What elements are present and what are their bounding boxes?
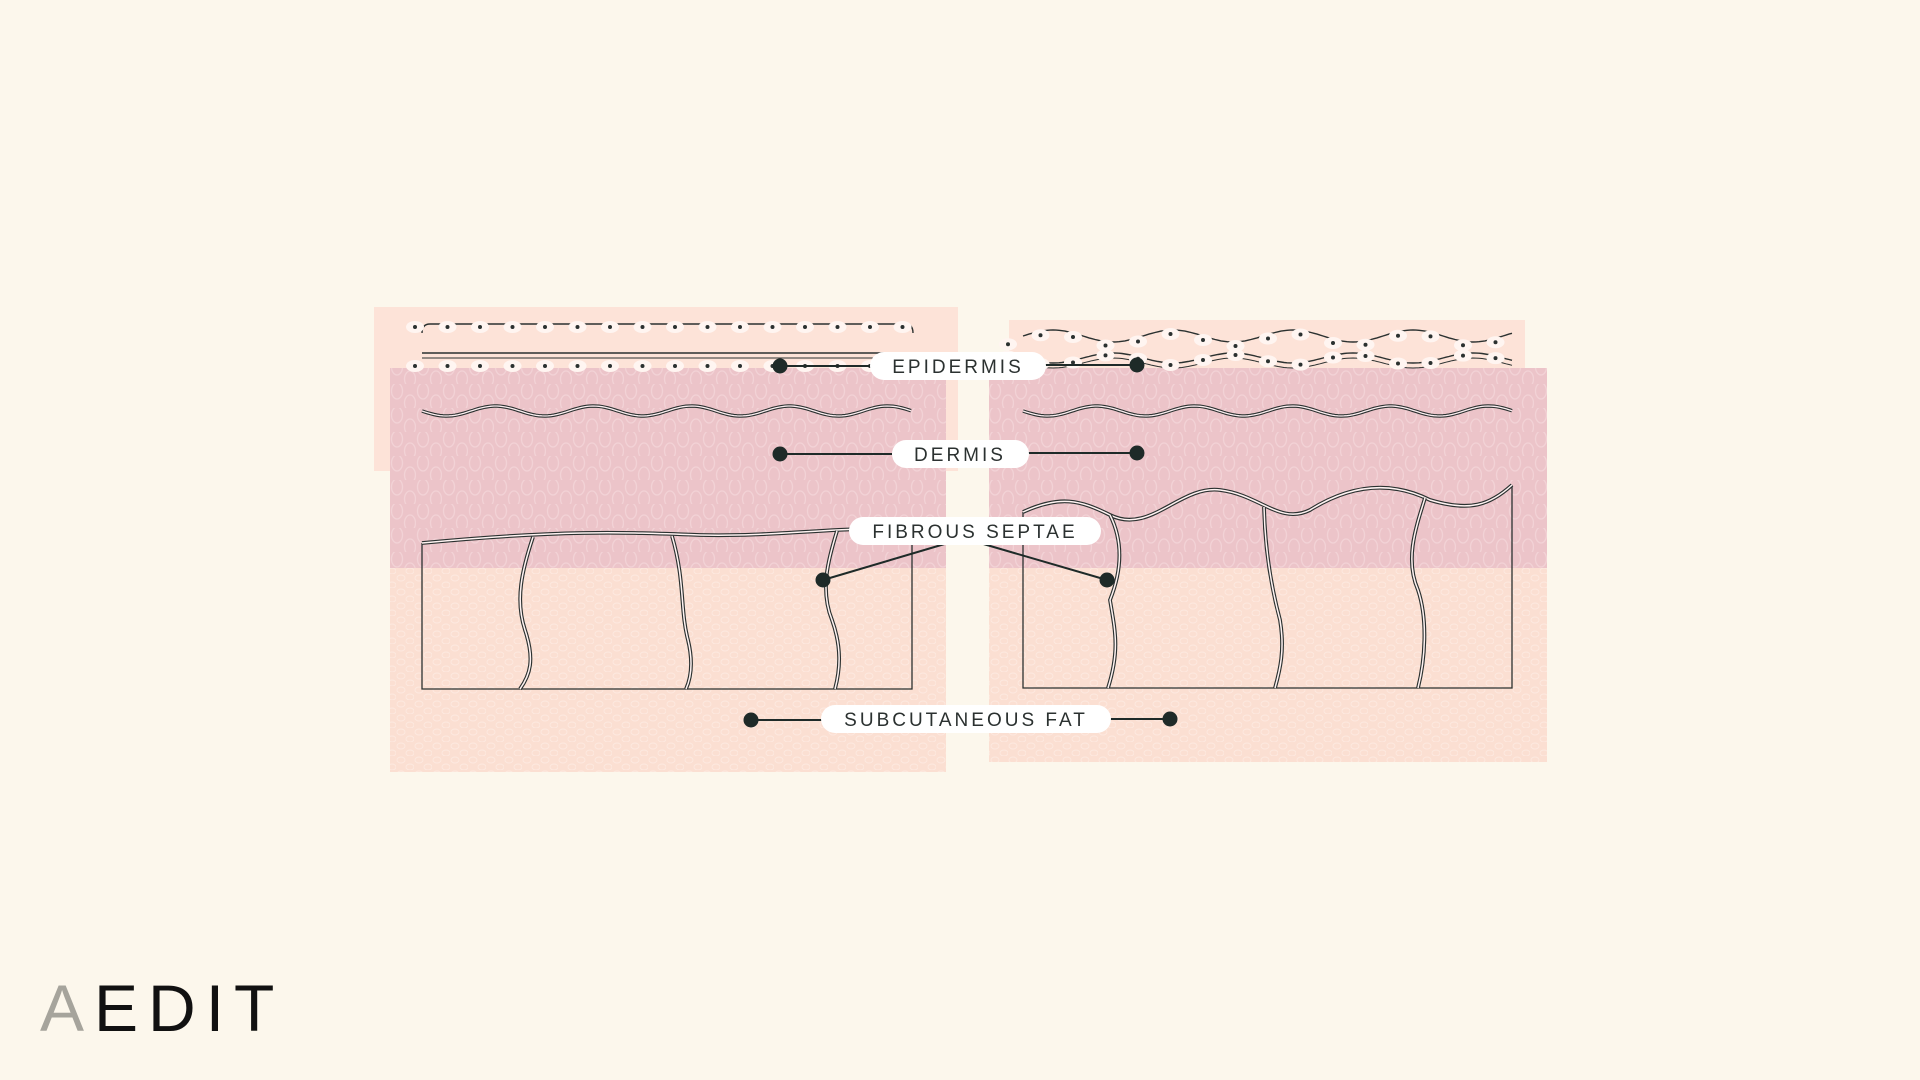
epidermis-dot [705,325,710,329]
epidermis-dot [803,325,807,329]
epidermis-dot [575,325,580,329]
callout-subcutaneous-fat: SUBCUTANEOUS FAT [743,705,1178,733]
epidermis-dot [1136,339,1140,344]
callout-dot [1129,445,1145,461]
epidermis-dot [543,325,547,329]
epidermis-dot [640,364,645,368]
left-fat-texture [390,568,946,772]
logo-text: EDIT [94,971,285,1045]
callout-dermis: DERMIS [772,440,1145,468]
epidermis-dot [478,364,482,368]
epidermis-dot [543,364,547,368]
label-epidermis: EPIDERMIS [892,357,1024,378]
epidermis-dot [1266,336,1270,341]
epidermis-dot [1103,343,1108,348]
epidermis-dot [1298,332,1303,337]
epidermis-dot [1201,338,1205,342]
epidermis-dot [868,325,872,329]
aedit-logo: AEDIT [40,975,284,1041]
epidermis-dot [705,364,710,368]
epidermis-dot [1038,333,1043,338]
epidermis-dot [510,325,515,329]
epidermis-dot [1168,332,1173,337]
epidermis-dot [1298,362,1303,367]
epidermis-dot [738,325,742,329]
epidermis-dot [770,325,775,329]
epidermis-dot [1233,343,1238,348]
logo-accent-letter: A [40,971,95,1045]
callout-dot [772,358,788,374]
epidermis-dot [413,364,417,368]
epidermis-dot [1071,335,1075,339]
epidermis-dot [1493,356,1498,361]
epidermis-dot [1006,342,1010,347]
epidermis-dot [413,325,417,329]
epidermis-dot [900,325,905,329]
epidermis-dot [673,325,677,329]
left-dermis-wave [421,404,912,418]
label-pill [821,705,1111,733]
leader-line [979,542,1108,581]
epidermis-dot [510,364,515,368]
epidermis-dot [835,325,840,329]
epidermis-dot [738,364,742,368]
epidermis-dot [1103,353,1108,358]
callout-dot [743,712,759,728]
epidermis-dot [445,325,450,329]
callout-dot [1129,357,1145,373]
epidermis-dot [575,364,580,368]
label-dermis: DERMIS [914,445,1006,466]
epidermis-dot [608,364,612,368]
epidermis-dot [1363,342,1368,347]
epidermis-dot [1363,354,1368,359]
label-fibrous-septae: FIBROUS SEPTAE [872,522,1077,543]
epidermis-dot [640,325,645,329]
right-dermis-wave [1022,404,1513,418]
callout-dot [815,572,831,588]
callout-dot [1162,711,1178,727]
epidermis-dot [1331,341,1335,345]
epidermis-dot [1266,359,1270,364]
epidermis-dot [1201,358,1205,362]
epidermis-dot [1461,343,1465,348]
label-pill [892,440,1029,468]
epidermis-dot [1428,334,1433,339]
epidermis-dot [1233,353,1238,358]
leader-line [822,542,949,581]
callout-dot [772,446,788,462]
epidermis-dot [1396,361,1400,366]
epidermis-dot [1493,340,1498,345]
left-septae [421,526,913,691]
epidermis-dot [673,364,677,368]
right-septae [1022,483,1514,689]
callout-dot [1099,572,1115,588]
epidermis-dot [1461,353,1465,358]
label-pill [870,352,1046,380]
epidermis-dot [1071,360,1075,365]
epidermis-dot [1428,361,1433,366]
epidermis-dot [1331,355,1335,360]
epidermis-dot [1396,333,1400,338]
epidermis-dot [608,325,612,329]
epidermis-dot [478,325,482,329]
label-pill [849,517,1101,545]
epidermis-dot [445,364,450,368]
callout-epidermis: EPIDERMIS [772,352,1145,380]
epidermis-dot [1168,362,1173,367]
callout-fibrous-septae: FIBROUS SEPTAE [815,517,1115,588]
label-subcutaneous-fat: SUBCUTANEOUS FAT [844,710,1088,731]
